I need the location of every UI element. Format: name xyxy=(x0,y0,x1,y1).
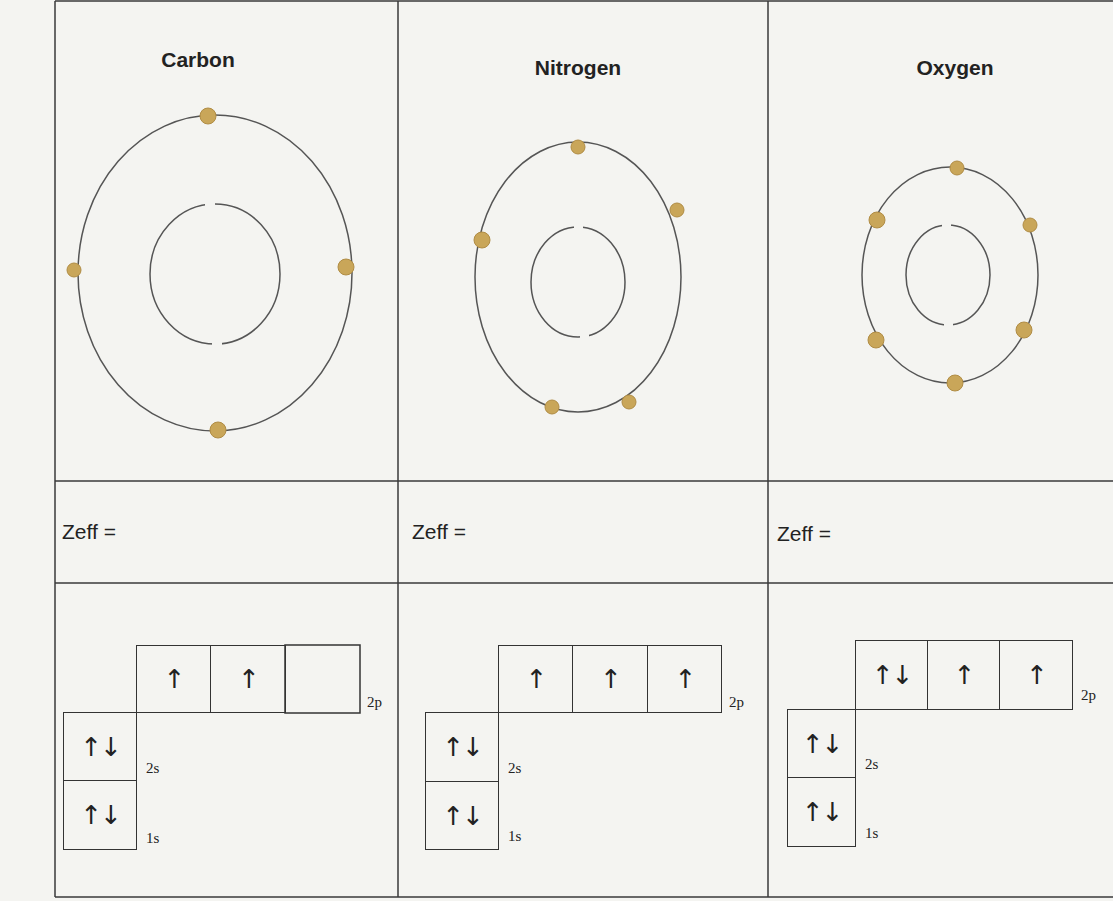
orbital-box: ↑ xyxy=(927,640,1000,710)
electron-arrows: ↑↓ xyxy=(442,732,482,762)
orbital-box: ↑↓ xyxy=(63,780,137,850)
electron-arrows: ↑ xyxy=(238,664,258,694)
column-heading: Carbon xyxy=(161,48,235,72)
electron-arrows: ↑ xyxy=(675,664,695,694)
column-heading: Oxygen xyxy=(916,56,993,80)
zeff-label: Zeff = xyxy=(777,522,831,546)
zeff-label: Zeff = xyxy=(62,520,116,544)
orbital-box: ↑ xyxy=(647,645,722,713)
orbital-box: ↑↓ xyxy=(63,712,137,781)
orbital-label: 1s xyxy=(865,825,878,842)
shell-gaps xyxy=(205,200,953,348)
electron-shells xyxy=(78,115,1038,431)
electron-arrows: ↑ xyxy=(600,664,620,694)
orbital-label: 2p xyxy=(367,694,382,711)
electron-arrows: ↑↓ xyxy=(802,729,842,759)
orbital-box: ↑ xyxy=(136,645,211,713)
electron-arrows: ↑ xyxy=(526,664,546,694)
orbital-label: 2p xyxy=(1081,687,1096,704)
electron-arrows: ↑ xyxy=(164,664,184,694)
electron-arrows: ↑↓ xyxy=(442,801,482,831)
orbital-box: ↑ xyxy=(999,640,1073,710)
zeff-label: Zeff = xyxy=(412,520,466,544)
electron-arrows: ↑ xyxy=(1026,660,1046,690)
orbital-box: ↑↓ xyxy=(787,777,856,847)
column-heading: Nitrogen xyxy=(535,56,621,80)
orbital-label: 2s xyxy=(865,756,878,773)
orbital-box: ↑ xyxy=(210,645,286,713)
orbital-box: ↑ xyxy=(572,645,648,713)
orbital-box: ↑↓ xyxy=(425,781,499,850)
orbital-label: 2s xyxy=(508,760,521,777)
orbital-label: 1s xyxy=(508,828,521,845)
orbital-box: ↑ xyxy=(498,645,573,713)
orbital-box: ↑↓ xyxy=(787,709,856,778)
orbital-label: 2p xyxy=(729,694,744,711)
table-grid xyxy=(55,1,1113,897)
electron-arrows: ↑↓ xyxy=(80,800,120,830)
electron-arrows: ↑ xyxy=(954,660,974,690)
electron-arrows: ↑↓ xyxy=(802,797,842,827)
electron-arrows: ↑↓ xyxy=(872,660,912,690)
electron-arrows: ↑↓ xyxy=(80,732,120,762)
orbital-label: 2s xyxy=(146,760,159,777)
orbital-label: 1s xyxy=(146,830,159,847)
orbital-box: ↑↓ xyxy=(425,712,499,782)
orbital-box: ↑↓ xyxy=(855,640,928,710)
empty-orbital-box xyxy=(285,645,360,713)
electrons xyxy=(67,108,1037,438)
